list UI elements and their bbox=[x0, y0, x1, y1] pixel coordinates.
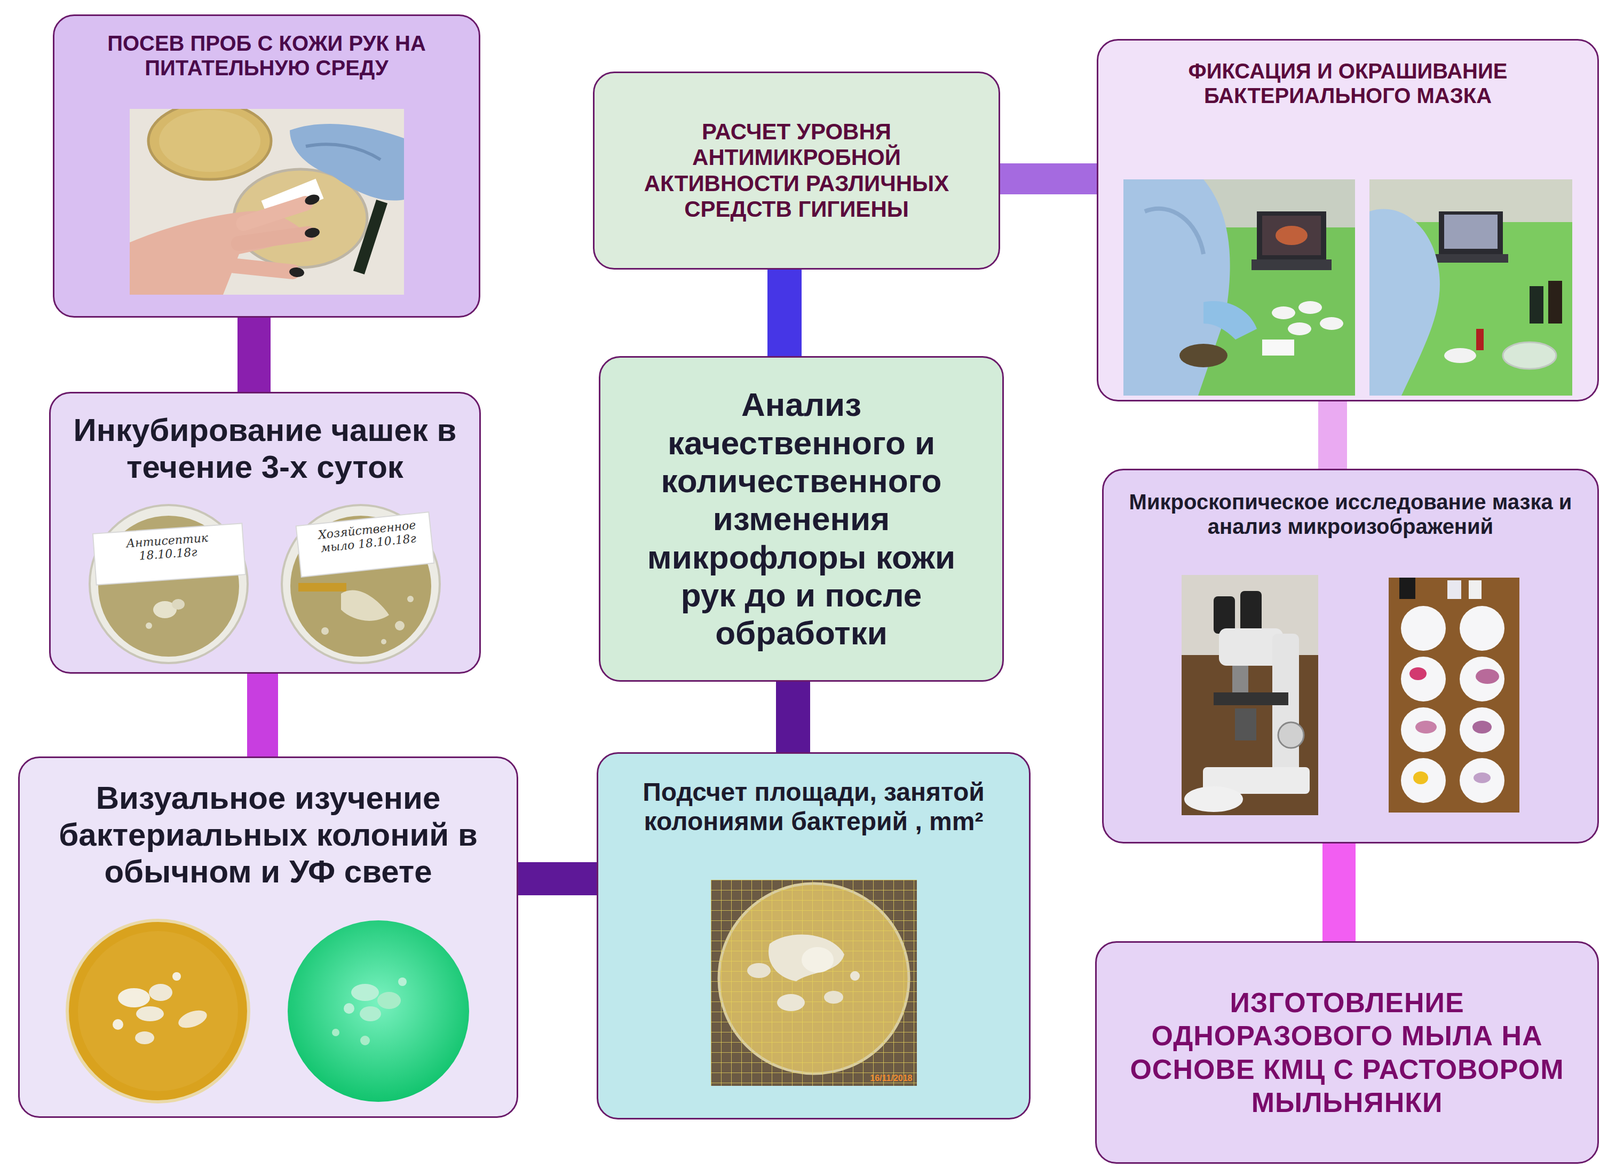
staining-photo bbox=[1369, 179, 1573, 396]
process-box: Визуальное изучение бактериальных колони… bbox=[18, 756, 519, 1118]
box-text: ФИКСАЦИЯ И ОКРАШИВАНИЕ БАКТЕРИАЛЬНОГО МА… bbox=[1113, 58, 1583, 108]
petri-dish-photo bbox=[284, 917, 472, 1105]
photo-row bbox=[1111, 574, 1590, 815]
photo-sowing bbox=[129, 108, 405, 295]
photo-row bbox=[30, 917, 506, 1105]
sowing-illustration bbox=[129, 108, 405, 295]
photo-row bbox=[65, 108, 469, 295]
petri-dish-uv bbox=[284, 917, 472, 1105]
box-text: Микроскопическое исследование мазка и ан… bbox=[1111, 489, 1590, 539]
connector-bar bbox=[1318, 399, 1348, 471]
petri-dish-photo: Антисептик 18.10.18г bbox=[84, 502, 253, 666]
petri-dish-photo bbox=[64, 917, 252, 1105]
connector-bar bbox=[775, 679, 811, 755]
photo-caption: 16/11/2018 bbox=[869, 1073, 913, 1083]
process-box: ПОСЕВ ПРОБ С КОЖИ РУК НА ПИТАТЕЛЬНУЮ СРЕ… bbox=[52, 14, 481, 318]
box-text: ИЗГОТОВЛЕНИЕ ОДНОРАЗОВОГО МЫЛА НА ОСНОВЕ… bbox=[1107, 985, 1587, 1120]
lab-photo bbox=[1369, 179, 1573, 396]
connector-bar bbox=[247, 671, 279, 759]
lab-photo bbox=[1123, 179, 1356, 396]
process-box: Подсчет площади, занятой колониями бакте… bbox=[596, 751, 1031, 1120]
box-text: РАСЧЕТ УРОВНЯ АНТИМИКРОБНОЙ АКТИВНОСТИ Р… bbox=[612, 119, 981, 223]
process-box: ИЗГОТОВЛЕНИЕ ОДНОРАЗОВОГО МЫЛА НА ОСНОВЕ… bbox=[1095, 940, 1599, 1164]
grid-dish-photo: 16/11/2018 bbox=[710, 879, 917, 1086]
connector-bar bbox=[516, 861, 599, 895]
petri-dish bbox=[84, 502, 253, 666]
box-text: ПОСЕВ ПРОБ С КОЖИ РУК НА ПИТАТЕЛЬНУЮ СРЕ… bbox=[65, 30, 469, 81]
box-text: Подсчет площади, занятой колониями бакте… bbox=[611, 777, 1017, 836]
photo-row: 16/11/2018 bbox=[608, 879, 1019, 1086]
box-text: Визуальное изучение бактериальных колони… bbox=[30, 779, 506, 890]
connector-bar bbox=[997, 163, 1099, 195]
box-text: Инкубирование чашек в течение 3-х суток bbox=[62, 411, 469, 486]
petri-dish-daylight bbox=[64, 917, 252, 1105]
petri-dish-photo: Хозяйственное мыло 18.10.18г bbox=[276, 502, 446, 666]
stained-slides bbox=[1388, 577, 1520, 813]
photo-row bbox=[1109, 179, 1587, 396]
process-box: ФИКСАЦИЯ И ОКРАШИВАНИЕ БАКТЕРИАЛЬНОГО МА… bbox=[1096, 38, 1599, 402]
microscope bbox=[1181, 574, 1319, 815]
microscope-photo bbox=[1181, 574, 1319, 815]
process-box: Микроскопическое исследование мазка и ан… bbox=[1102, 468, 1599, 844]
box-text: Анализ качественного и количественного и… bbox=[630, 385, 973, 652]
connector-bar bbox=[1322, 841, 1356, 944]
process-box: Инкубирование чашек в течение 3-х суток … bbox=[49, 391, 481, 674]
grid-dish bbox=[710, 879, 917, 1086]
staining-photo bbox=[1123, 179, 1356, 396]
photo-row: Антисептик 18.10.18г Хозяйственное мыло … bbox=[61, 502, 469, 666]
slides-photo bbox=[1388, 577, 1520, 813]
connector-bar bbox=[767, 267, 802, 359]
process-box: РАСЧЕТ УРОВНЯ АНТИМИКРОБНОЙ АКТИВНОСТИ Р… bbox=[592, 71, 1001, 270]
process-box: Анализ качественного и количественного и… bbox=[598, 355, 1004, 682]
connector-bar bbox=[237, 315, 271, 394]
